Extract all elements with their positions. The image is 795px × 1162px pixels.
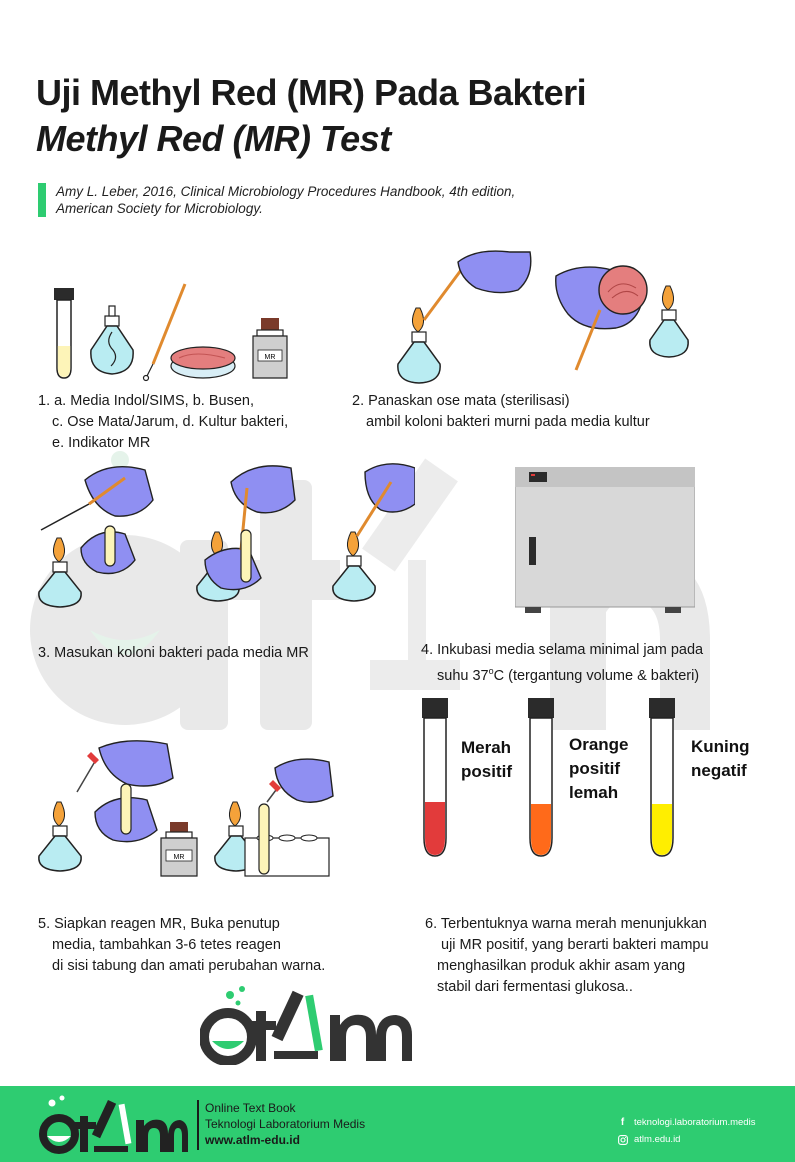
step2-caption: 2. Panaskan ose mata (sterilisasi) ambil… bbox=[352, 393, 650, 430]
test-tube-rack-icon bbox=[244, 803, 330, 877]
reference-citation: Amy L. Leber, 2016, Clinical Microbiolog… bbox=[56, 184, 516, 216]
reagent-bottle-icon: MR bbox=[252, 318, 288, 379]
step6-caption: 6. Terbentuknya warna merah menunjukkan … bbox=[425, 916, 709, 995]
result-tubes-illustration bbox=[422, 698, 675, 857]
footer-divider bbox=[197, 1100, 199, 1150]
instagram-icon bbox=[617, 1134, 628, 1145]
step3-inoculate-illustration bbox=[38, 463, 415, 608]
gloved-hand-petri-icon bbox=[555, 265, 648, 330]
instagram-link[interactable]: atlm.edu.id bbox=[617, 1134, 680, 1145]
gloved-hand-icon bbox=[274, 758, 334, 803]
footer-bar: Online Text Book Teknologi Laboratorium … bbox=[0, 1086, 795, 1162]
result-tube-yellow bbox=[649, 698, 675, 857]
facebook-link[interactable]: f teknologi.laboratorium.medis bbox=[617, 1117, 756, 1128]
step5-reagent-illustration: MR bbox=[38, 740, 334, 877]
footer-website-link[interactable]: www.atlm-edu.id bbox=[205, 1133, 300, 1147]
bunsen-burner-icon bbox=[397, 307, 441, 384]
reagent-bottle-icon: MR bbox=[160, 822, 198, 877]
result-label-red: Merah positif bbox=[461, 738, 512, 781]
inoculating-loop-icon bbox=[142, 283, 187, 382]
bunsen-burner-icon bbox=[90, 305, 134, 375]
result-label-orange: Orange positif lemah bbox=[569, 735, 629, 802]
gloved-hand-icon bbox=[94, 740, 174, 843]
bunsen-burner-icon bbox=[38, 801, 82, 872]
page-title: Uji Methyl Red (MR) Pada Bakteri bbox=[36, 72, 587, 113]
step5-caption: 5. Siapkan reagen MR, Buka penutup media… bbox=[38, 916, 326, 974]
incubator-icon bbox=[515, 467, 695, 613]
svg-text:MR: MR bbox=[174, 854, 185, 861]
footer-atlm-logo bbox=[39, 1095, 188, 1154]
atlm-logo: atlm bbox=[200, 986, 412, 1065]
gloved-hand-icon bbox=[364, 463, 415, 513]
petri-dish-icon bbox=[170, 346, 236, 379]
result-tube-red bbox=[422, 698, 448, 857]
step2-sterilize-illustration bbox=[397, 250, 689, 384]
result-tube-orange bbox=[528, 698, 554, 857]
bunsen-burner-icon bbox=[38, 537, 82, 608]
step4-caption: 4. Inkubasi media selama minimal jam pad… bbox=[421, 642, 704, 684]
test-tube-icon bbox=[54, 288, 74, 379]
step1-materials-illustration: MR bbox=[54, 283, 288, 382]
facebook-icon: f bbox=[620, 1117, 625, 1128]
step3-caption: 3. Masukan koloni bakteri pada media MR bbox=[38, 645, 309, 661]
svg-text:MR: MR bbox=[265, 354, 276, 361]
bunsen-burner-icon bbox=[332, 531, 376, 602]
step1-caption: 1. a. Media Indol/SIMS, b. Busen, c. Ose… bbox=[38, 393, 289, 451]
page-subtitle: Methyl Red (MR) Test bbox=[36, 118, 391, 159]
bunsen-burner-icon bbox=[649, 285, 689, 358]
footer-info: Online Text Book Teknologi Laboratorium … bbox=[205, 1101, 366, 1147]
reference-accent-bar bbox=[38, 183, 46, 217]
gloved-hand-icon bbox=[457, 250, 532, 294]
result-label-yellow: Kuning negatif bbox=[691, 737, 750, 780]
